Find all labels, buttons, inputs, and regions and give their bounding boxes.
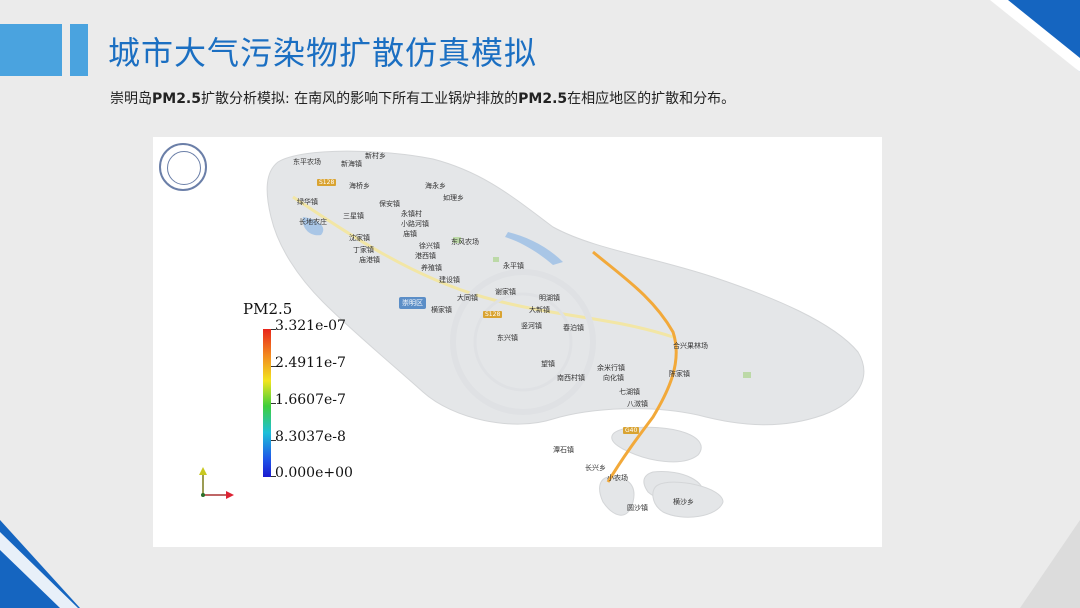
map-label: 合兴果林场 (673, 342, 708, 350)
map-label: 望镇 (541, 360, 555, 368)
map-label: 永镇村 (401, 210, 422, 218)
map-label: 小路河镇 (401, 220, 429, 228)
map-label: 南西村镇 (557, 374, 585, 382)
map-label: 海永乡 (425, 182, 446, 190)
legend-tick-label: 0.000e+00 (275, 465, 353, 481)
tick-mark (271, 403, 276, 404)
road-shield: G40 (623, 427, 640, 434)
map-label: 竖河镇 (521, 322, 542, 330)
accent-bar-narrow (70, 24, 88, 76)
map-label: 新村乡 (365, 152, 386, 160)
road-shield: S128 (483, 311, 503, 318)
bottom-right-corner-decoration (1020, 520, 1080, 608)
legend-tick-label: 2.4911e-7 (275, 355, 346, 371)
map-label: 丁家镇 (353, 246, 374, 254)
map-label: 大同镇 (457, 294, 478, 302)
accent-bar-wide (0, 24, 62, 76)
map-label: 沈家镇 (349, 234, 370, 242)
subtitle-mid: 扩散分析模拟: 在南风的影响下所有工业锅炉排放的 (201, 91, 519, 107)
island-map (199, 150, 865, 518)
legend-tick-label: 3.321e-07 (275, 318, 346, 334)
map-label: 如理乡 (443, 194, 464, 202)
bottom-left-corner-decoration (0, 520, 80, 608)
district-badge: 崇明区 (399, 297, 426, 309)
map-label: 横家镇 (431, 306, 452, 314)
map-label: 春泊镇 (563, 324, 584, 332)
map-label: 潭石镇 (553, 446, 574, 454)
tick-mark (271, 440, 276, 441)
map-label: 养殖镇 (421, 264, 442, 272)
legend-tick-label: 1.6607e-7 (275, 392, 346, 408)
map-label: 圆沙镇 (627, 504, 648, 512)
map-label: 海桥乡 (349, 182, 370, 190)
tick-mark (271, 366, 276, 367)
map-label: 东兴镇 (497, 334, 518, 342)
legend-title: PM2.5 (243, 300, 293, 318)
slide-subtitle: 崇明岛PM2.5扩散分析模拟: 在南风的影响下所有工业锅炉排放的PM2.5在相应… (110, 88, 735, 108)
map-label: 新海镇 (341, 160, 362, 168)
map-label: 港西镇 (415, 252, 436, 260)
map-label: 谢家镇 (495, 288, 516, 296)
map-label: 小农场 (607, 474, 628, 482)
institution-seal-logo (159, 143, 207, 191)
map-label: 东平农场 (293, 158, 321, 166)
map-label: 长兴乡 (585, 464, 606, 472)
simulation-map-panel: 新村乡 东平农场 新海镇 海桥乡 海永乡 绿华镇 保安镇 如理乡 三星镇 永镇村… (153, 137, 882, 547)
tick-mark (271, 476, 276, 477)
map-label: 陈家镇 (669, 370, 690, 378)
map-label: 明湖镇 (539, 294, 560, 302)
map-label: 保安镇 (379, 200, 400, 208)
map-label: 向化镇 (603, 374, 624, 382)
top-right-corner-decoration (990, 0, 1080, 72)
map-label: 长地农庄 (299, 218, 327, 226)
map-label: 庙镇 (403, 230, 417, 238)
subtitle-prefix: 崇明岛 (110, 91, 152, 107)
pm25-color-bar (263, 329, 271, 477)
road-shield: S128 (317, 179, 337, 186)
map-label: 八滧镇 (627, 400, 648, 408)
map-label: 东风农场 (451, 238, 479, 246)
map-label: 永平镇 (503, 262, 524, 270)
slide-title: 城市大气污染物扩散仿真模拟 (108, 34, 538, 72)
map-label: 余米行镇 (597, 364, 625, 372)
tick-mark (271, 329, 276, 330)
subtitle-pm25-1: PM2.5 (152, 91, 201, 107)
legend-tick-label: 8.3037e-8 (275, 429, 346, 445)
map-label: 三星镇 (343, 212, 364, 220)
map-label: 建设镇 (439, 276, 460, 284)
subtitle-pm25-2: PM2.5 (518, 91, 568, 107)
map-label: 大新镇 (529, 306, 550, 314)
subtitle-suffix: 在相应地区的扩散和分布。 (567, 91, 736, 107)
map-label: 七湖镇 (619, 388, 640, 396)
map-label: 绿华镇 (297, 198, 318, 206)
map-label: 横沙乡 (673, 498, 694, 506)
map-label: 庙港镇 (359, 256, 380, 264)
map-label: 徐兴镇 (419, 242, 440, 250)
